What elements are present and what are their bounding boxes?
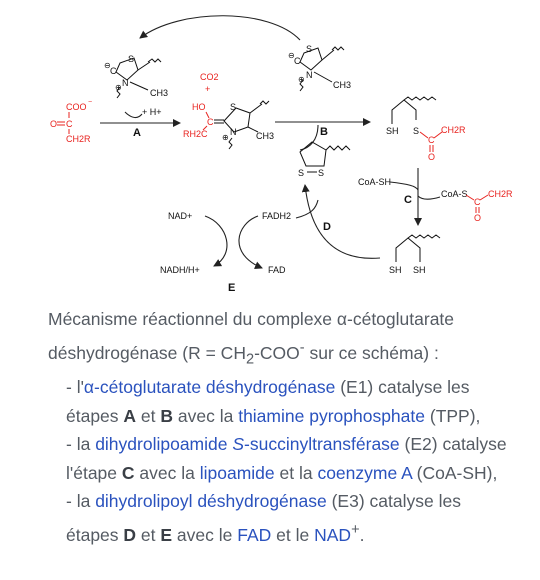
svg-text:S: S <box>318 168 324 178</box>
svg-text:HO: HO <box>192 102 206 112</box>
nad-label: NAD+ <box>168 211 192 221</box>
svg-text:CH2R: CH2R <box>441 125 466 135</box>
svg-text:C: C <box>428 135 435 145</box>
alpha-ketoglutarate: COO − O C CH2R <box>50 99 92 144</box>
link-thiamine-pyrophosphate[interactable]: thiamine pyrophosphate <box>238 405 425 426</box>
svg-text:SH: SH <box>413 265 426 275</box>
keto-carbon: C <box>66 119 73 129</box>
carbonyl-oxygen: O <box>50 119 57 129</box>
svg-text:O: O <box>474 213 481 223</box>
succinyl-coa: CoA-S C CH2R O <box>441 189 513 223</box>
link-dihydrolipoyl-dehydrogenase[interactable]: dihydrolipoyl déshydrogénase <box>95 491 327 512</box>
svg-text:⊕: ⊕ <box>115 83 122 92</box>
svg-text:N: N <box>230 127 237 137</box>
step-b-label: B <box>320 126 328 138</box>
svg-text:CH2R: CH2R <box>488 189 513 199</box>
fadh2-label: FADH2 <box>262 211 291 221</box>
carboxylate-label: COO <box>66 102 87 112</box>
svg-text:SH: SH <box>389 265 402 275</box>
tpp-recycle-arrow <box>139 15 301 41</box>
tpp-ylide-right: S C ⊖ N ⊕ CH3 <box>288 44 351 92</box>
step-c-label: C <box>404 194 412 206</box>
svg-text:S: S <box>413 126 419 136</box>
coash-label: CoA-SH <box>358 177 391 187</box>
svg-text:+: + <box>205 84 210 94</box>
fad-label: FAD <box>268 265 286 275</box>
step-e-label: E <box>228 282 235 294</box>
cofactor-cycle: NAD+ NADH/H+ FADH2 FAD E <box>160 199 319 294</box>
svg-text:⊖: ⊖ <box>288 51 295 60</box>
link-alpha-ketoglutarate-dehydrogenase[interactable]: α-cétoglutarate déshydrogénase <box>83 377 336 398</box>
caption-e3: - la dihydrolipoyl déshydrogénase (E3) c… <box>66 491 461 545</box>
svg-text:S: S <box>298 168 304 178</box>
svg-text:⊖: ⊖ <box>104 61 111 70</box>
svg-text:N: N <box>306 70 313 80</box>
svg-text:C: C <box>110 66 117 76</box>
succinyl-dihydrolipoamide: SH S C CH2R O <box>386 96 466 162</box>
lipoamide-disulfide-ring: S S <box>298 141 351 178</box>
reaction-mechanism-diagram: COO − O C CH2R S C ⊖ N ⊕ CH3 + H+ A CO2 … <box>50 15 513 294</box>
svg-text:⊕: ⊕ <box>298 75 305 84</box>
svg-text:C: C <box>474 197 481 207</box>
svg-text:RH2C: RH2C <box>183 129 208 139</box>
step-d-label: D <box>323 221 331 233</box>
caption-e2: - la dihydrolipoamide S-succinyltransfér… <box>66 434 507 483</box>
dihydrolipoamide: SH SH <box>389 234 441 275</box>
co2-label: CO2 <box>200 72 219 82</box>
svg-text:CoA-S: CoA-S <box>441 189 468 199</box>
ch2r-label: CH2R <box>66 134 91 144</box>
hydroxyalkyl-tpp-intermediate: CO2 + HO RH2C C S N ⊕ CH3 <box>183 72 274 150</box>
svg-text:C: C <box>207 117 214 127</box>
svg-text:S: S <box>306 44 312 54</box>
svg-text:N: N <box>122 78 129 88</box>
link-lipoamide[interactable]: lipoamide <box>199 462 275 483</box>
figure-caption: Mécanisme réactionnel du complexe α-céto… <box>48 305 518 549</box>
tpp-ylide-left: S C ⊖ N ⊕ CH3 <box>104 54 168 99</box>
svg-text:O: O <box>428 152 435 162</box>
svg-text:CH3: CH3 <box>150 88 168 98</box>
step-d-arrow <box>301 184 381 259</box>
svg-text:S: S <box>230 102 236 112</box>
nadh-label: NADH/H+ <box>160 265 200 275</box>
svg-text:S: S <box>128 54 134 64</box>
step-a-label: A <box>133 127 141 139</box>
link-nad[interactable]: NAD <box>314 524 352 545</box>
proton-label: + H+ <box>142 107 162 117</box>
link-fad[interactable]: FAD <box>237 524 272 545</box>
svg-text:CH3: CH3 <box>333 80 351 90</box>
svg-text:C: C <box>294 56 301 66</box>
link-coenzyme-a[interactable]: coenzyme A <box>317 462 412 483</box>
svg-text:⊕: ⊕ <box>222 133 229 142</box>
link-dihydrolipoamide-succinyltransferase[interactable]: dihydrolipoamide S-succinyltransférase <box>95 434 400 455</box>
caption-intro: Mécanisme réactionnel du complexe α-céto… <box>48 309 455 367</box>
carboxylate-charge: − <box>88 99 92 106</box>
caption-e1: - l'α-cétoglutarate déshydrogénase (E1) … <box>66 377 481 426</box>
svg-text:SH: SH <box>386 126 399 136</box>
svg-text:CH3: CH3 <box>256 131 274 141</box>
